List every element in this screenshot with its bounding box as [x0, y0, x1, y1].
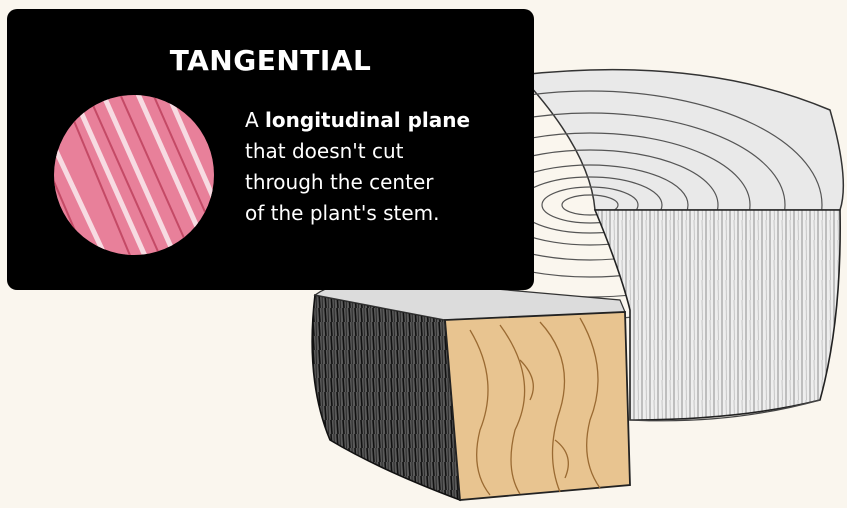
radial-face [593, 209, 841, 421]
log-top-surface [518, 68, 845, 211]
card-title: TANGENTIAL [169, 44, 372, 77]
bark-face [311, 294, 461, 502]
tangential-face [444, 311, 631, 501]
desc-line-4: of the plant's stem. [245, 201, 440, 225]
info-card: TANGENTIAL A longitudinal plane [7, 9, 534, 290]
desc-line-2: that doesn't cut [245, 139, 404, 163]
micrograph-icon [54, 95, 214, 255]
desc-prefix: A [245, 108, 266, 132]
desc-bold-term: longitudinal plane [265, 108, 471, 132]
desc-line-3: through the center [245, 170, 434, 194]
tangential-grain [469, 317, 601, 496]
card-description: A longitudinal plane that doesn't cut th… [245, 105, 515, 229]
